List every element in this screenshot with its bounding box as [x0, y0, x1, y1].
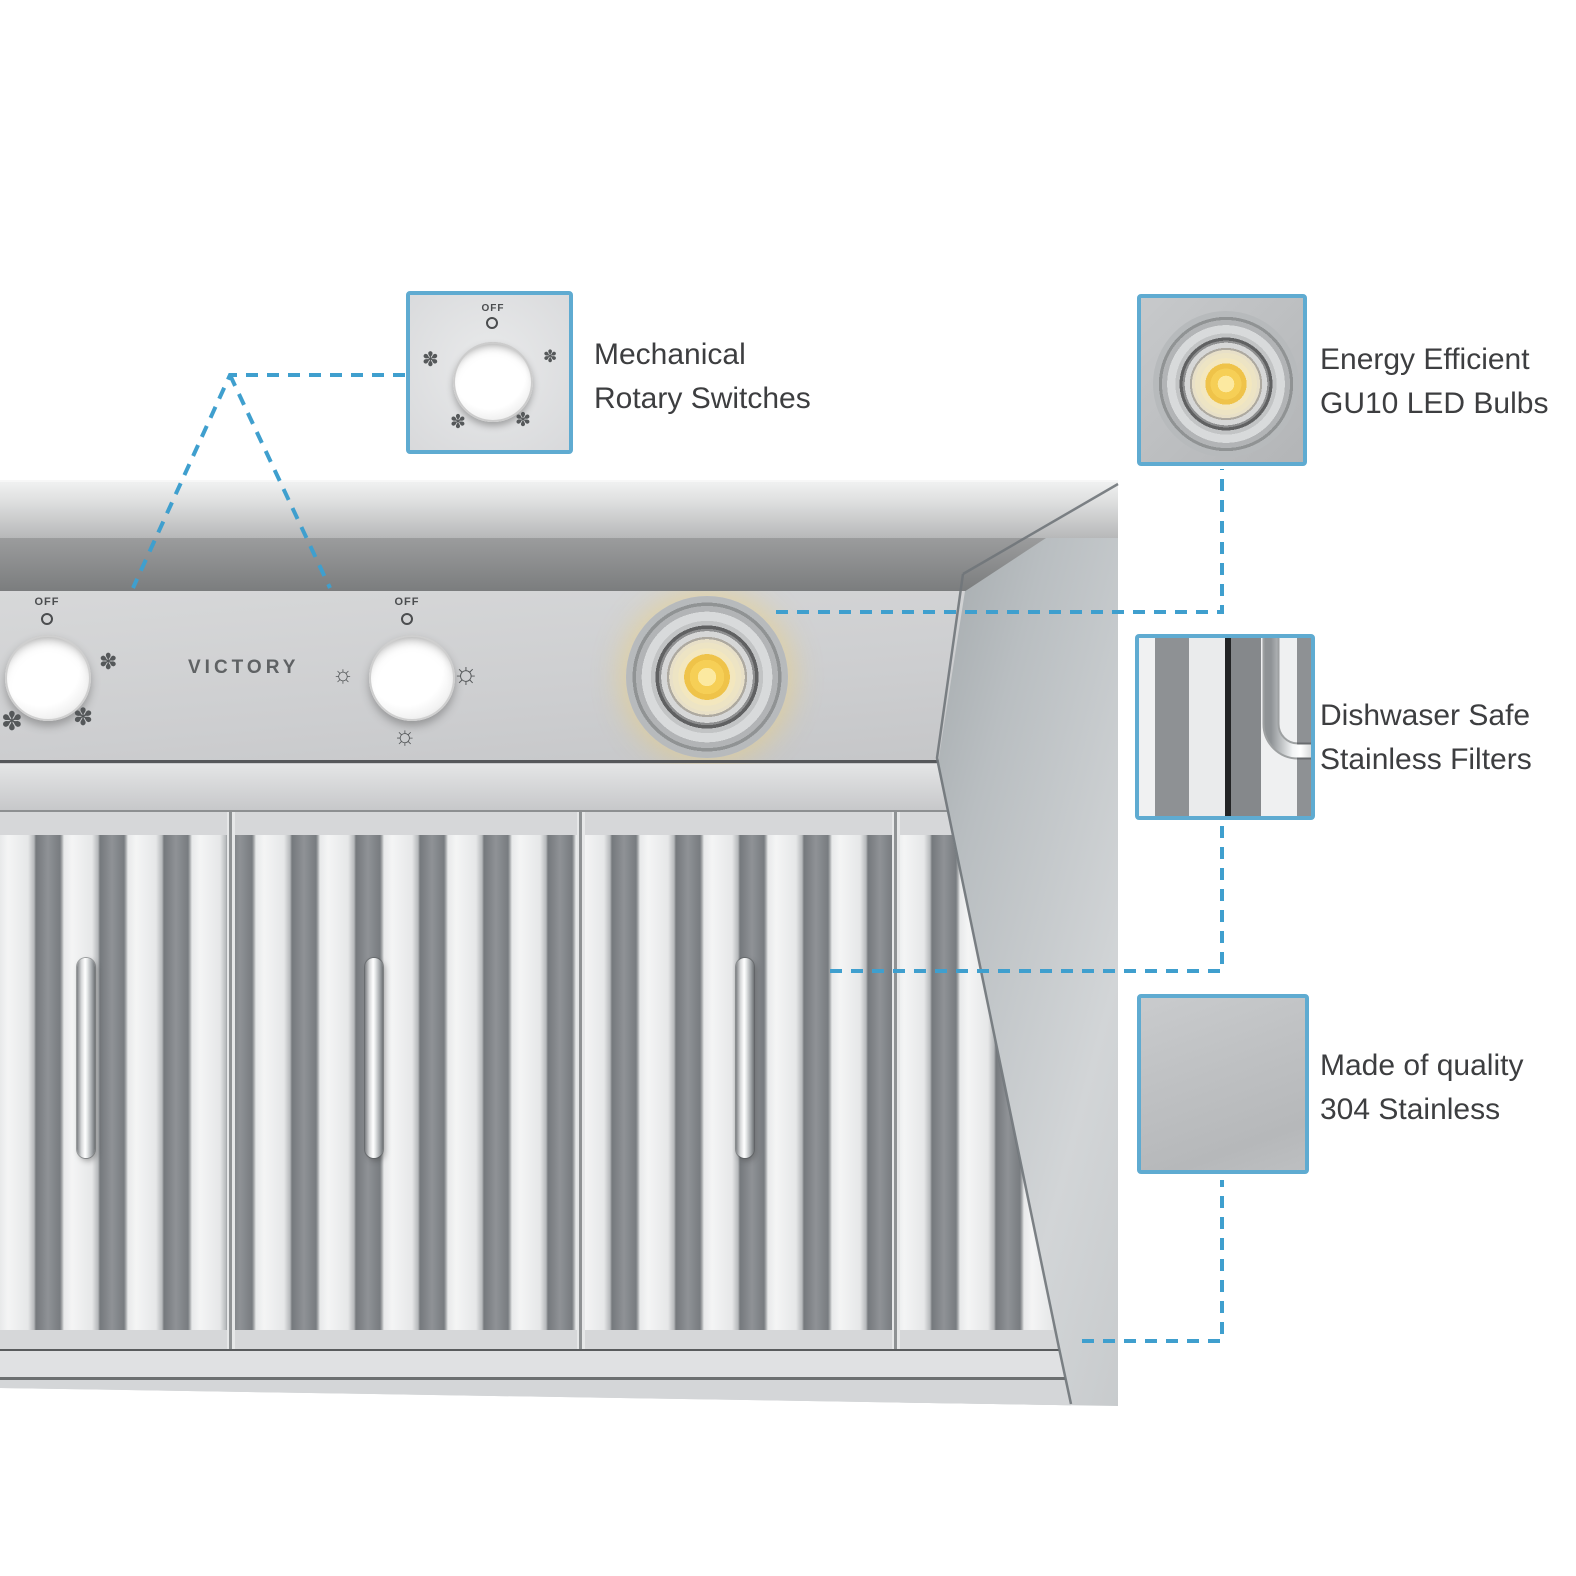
panel-edge-line: [0, 760, 942, 763]
light-bright-icon: ☼: [452, 657, 480, 690]
thumb-off-label: OFF: [481, 303, 505, 314]
thumb-off-position-icon: [486, 317, 498, 329]
fan-speed-low-icon: ✽: [99, 649, 118, 674]
range-hood-photo: OFF ✽ ✽ ✽ VICTORY OFF ☼ ☼ ☼: [0, 480, 1118, 1406]
rotary-knob-graphic: [453, 342, 533, 422]
filter-handle: [365, 958, 383, 1158]
callout-label-led-bulbs: Energy Efficient GU10 LED Bulbs: [1320, 338, 1548, 426]
label-line: Rotary Switches: [594, 382, 811, 415]
hood-control-panel: OFF ✽ ✽ ✽ VICTORY OFF ☼ ☼ ☼: [0, 591, 965, 764]
filter-handle-graphic: [1262, 638, 1311, 760]
light-knob: [369, 635, 455, 721]
filter-panel-seam: [577, 812, 585, 1349]
label-line: GU10 LED Bulbs: [1320, 387, 1549, 420]
gu10-led-light: [626, 596, 788, 758]
filter-panel-seam: [892, 812, 900, 1349]
rotary-switch-thumbnail: OFF ✽ ✽ ✽ ✽: [406, 291, 573, 454]
hood-filter-housing: [0, 764, 1071, 1406]
led-bulb-thumbnail: [1137, 294, 1307, 466]
filter-handle: [77, 958, 95, 1158]
gu10-led-bulb-graphic: [1153, 311, 1299, 457]
callout-label-rotary-switches: Mechanical Rotary Switches: [594, 333, 811, 421]
hood-top-frame: [0, 480, 1118, 538]
filter-handle: [736, 958, 754, 1158]
light-off-position-icon: [401, 613, 413, 625]
fan-speed-knob: [5, 635, 91, 721]
label-line: Mechanical: [594, 338, 746, 371]
fan-icon: ✽: [515, 410, 531, 431]
brand-logo: VICTORY: [188, 657, 300, 678]
label-line: Energy Efficient: [1320, 343, 1530, 376]
filter-panel-seam: [227, 812, 235, 1349]
filter-housing-bottom-rail: [0, 1349, 1071, 1406]
fan-icon: ✽: [450, 412, 466, 433]
fan-icon: ✽: [543, 347, 558, 366]
callout-label-filters: Dishwaser Safe Stainless Filters: [1320, 694, 1532, 782]
callout-label-stainless: Made of quality 304 Stainless: [1320, 1044, 1523, 1132]
fan-off-label: OFF: [34, 596, 60, 608]
baffle-filter-frame: [0, 812, 1071, 1349]
light-dim-icon: ☼: [332, 661, 354, 688]
hood-top-reflection-band: [0, 538, 1046, 591]
baffle-filter-stripes: [0, 835, 1071, 1330]
stainless-sheet-thumbnail: [1137, 994, 1309, 1174]
light-medium-icon: ☼: [393, 720, 417, 750]
light-off-label: OFF: [394, 596, 420, 608]
label-line: Made of quality: [1320, 1049, 1524, 1082]
filter-housing-top-rail: [0, 764, 1071, 812]
stainless-filter-thumbnail: [1135, 634, 1315, 820]
label-line: Stainless Filters: [1320, 743, 1532, 776]
fan-off-position-icon: [41, 613, 53, 625]
fan-speed-high-icon: ✽: [1, 706, 23, 736]
label-line: Dishwaser Safe: [1320, 699, 1531, 732]
fan-icon: ✽: [422, 349, 439, 371]
label-line: 304 Stainless: [1320, 1093, 1501, 1126]
fan-speed-mid-icon: ✽: [73, 704, 94, 731]
